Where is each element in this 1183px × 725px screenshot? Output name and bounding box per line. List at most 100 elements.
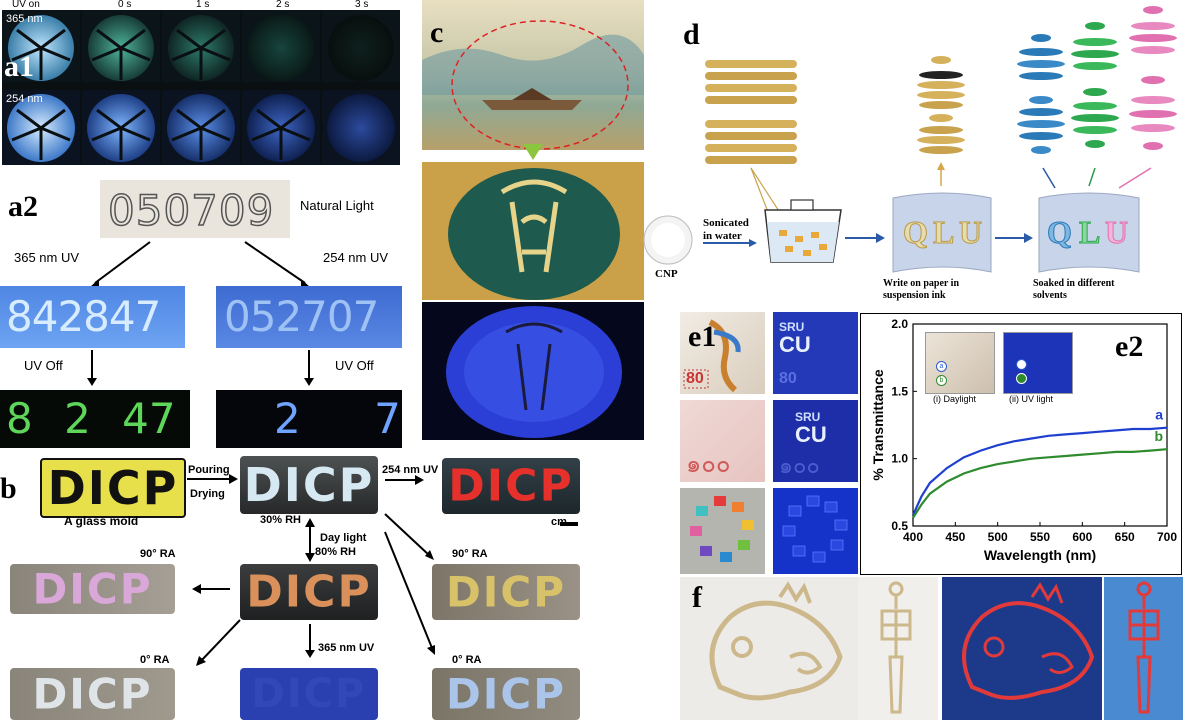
series-line-b [912, 448, 1168, 519]
dicp-red-text: DICP [448, 460, 574, 512]
e1-blocks-day-art [690, 496, 754, 562]
panel-a1: UV on 0 s 1 s 2 s 3 s [0, 0, 400, 165]
panel-label-a2: a2 [8, 190, 38, 223]
glass-mold: DICP [40, 458, 186, 518]
uv-off-label-right: UV Off [335, 358, 374, 373]
f-photo-4-art [1128, 581, 1160, 714]
dicp-30rh: DICP [240, 456, 378, 514]
dicp-80rh: DICP [240, 564, 378, 620]
panel-d: d [643, 0, 1183, 312]
x-axis-label: Wavelength (nm) [984, 547, 1096, 563]
painting-mid [422, 162, 644, 300]
panel-label-f: f [692, 581, 702, 614]
natural-digits: 050709 [107, 185, 275, 236]
e1-blocks-uv-art [782, 495, 848, 563]
a1-col-header: UV on [12, 0, 40, 10]
f-photo-3 [942, 577, 1102, 720]
rh80-label: 80% RH [315, 546, 356, 558]
inset-label-b: b [939, 377, 944, 384]
dicp-90ra-right-text: DICP [445, 567, 567, 617]
off254-card: 2 7 [216, 390, 402, 448]
f-photo-4 [1104, 577, 1183, 720]
x-tick-label: 550 [1030, 530, 1050, 544]
in-water-label: in water [703, 230, 742, 242]
painting-top-art [422, 20, 644, 150]
f-photo-2 [858, 577, 938, 720]
inset-uv-marker-b [1016, 373, 1027, 384]
e1-blocks-uv [773, 488, 858, 574]
inset-daylight-marker-b: b [936, 375, 947, 386]
mold-text: DICP [47, 461, 179, 515]
off254-digits: 2 7 [274, 394, 401, 443]
paper-qlu-1 [892, 192, 992, 273]
dicp-90ra-left: DICP [10, 564, 175, 614]
panel-e1: 80 SRU CU 80 ๑๐๐ SRU CU ๑๐๐ [680, 312, 858, 574]
drying-label: Drying [190, 488, 225, 500]
uv365-card: 842847 [0, 286, 185, 348]
dicp-0ra-left: DICP [10, 668, 175, 720]
qlu-letter-q-2: Q [1047, 214, 1073, 251]
pouring-label: Pouring [188, 464, 230, 476]
panel-label-e1: e1 [688, 320, 717, 353]
panel-b-right: DICP 90° RA DICP 0° RA DICP [420, 452, 580, 720]
inset-daylight-caption: (i) Daylight [933, 394, 977, 404]
f-photo-1-art [709, 581, 843, 701]
ra90-right-label: 90° RA [452, 548, 488, 560]
dicp-uv365-text: DICP [251, 671, 367, 717]
x-tick-label: 400 [903, 530, 923, 544]
natural-light-caption: Natural Light [300, 198, 374, 213]
panel-f: f [680, 577, 1183, 720]
ra90-left-label: 90° RA [140, 548, 176, 560]
y-tick-label: 1.0 [891, 452, 908, 466]
x-tick-label: 500 [988, 530, 1008, 544]
write-caption: Write on paper in suspension ink [883, 278, 960, 301]
cnp-label: CNP [655, 268, 678, 280]
helix-pink [1129, 6, 1177, 150]
off365-card: 8 2 47 [0, 390, 190, 448]
paper-qlu-2 [1038, 192, 1140, 273]
a1-col-header: 0 s [118, 0, 132, 10]
e1-note100-number: ๑๐๐ [686, 450, 731, 478]
panel-label-c: c [430, 16, 444, 49]
helix-blue [1017, 34, 1065, 154]
panel-label-e2: e2 [1115, 330, 1144, 363]
helix-stack-top [705, 60, 797, 164]
inset-label-a: a [939, 363, 944, 370]
panel-label-a1: a1 [4, 50, 34, 83]
down-arrow-green [523, 144, 543, 160]
e1-note80-number-uv: 80 [779, 370, 797, 387]
a2-arrows [87, 241, 314, 386]
y-axis-label: % Transmittance [870, 369, 886, 480]
qlu-letter-q-1: Q [903, 214, 929, 251]
e1-note100-number-uv: ๑๐๐ [779, 454, 820, 479]
soak-caption: Soaked in different solvents [1033, 278, 1115, 301]
uv254-b-label: 254 nm UV [382, 464, 439, 476]
a1-row-365 [2, 10, 400, 82]
series-label-b: b [1154, 428, 1163, 444]
f-photo-1 [680, 577, 858, 720]
uv365-digits: 842847 [6, 292, 161, 341]
qlu-letter-l-2: L [1078, 214, 1101, 251]
dicp-uv365: DICP [240, 668, 378, 720]
dicp-red: DICP [442, 458, 580, 514]
e1-sru-1: SRU [779, 320, 805, 334]
helix-green [1071, 22, 1119, 148]
painting-bottom [422, 302, 644, 440]
ra0-left-label: 0° RA [140, 654, 170, 666]
a1-row-label: 254 nm [6, 93, 43, 105]
scale-bar [560, 522, 578, 526]
a1-header-row: UV on 0 s 1 s 2 s 3 s [0, 0, 400, 10]
x-tick-label: 450 [945, 530, 965, 544]
panel-a2: a2 050709 Natural Light 365 nm UV 254 nm… [0, 168, 405, 448]
series-line-a [911, 426, 1168, 516]
uv254-digits: 052707 [224, 292, 379, 341]
qlu-letter-u-2: U [1104, 214, 1129, 251]
e1-note80-uv: SRU CU 80 [773, 312, 858, 394]
series-label-a: a [1155, 407, 1163, 423]
sonicated-label: Sonicated [703, 217, 749, 229]
beaker [764, 199, 842, 263]
e1-note80-day: 80 [680, 312, 765, 394]
dicp-90ra-right: DICP [432, 564, 580, 620]
